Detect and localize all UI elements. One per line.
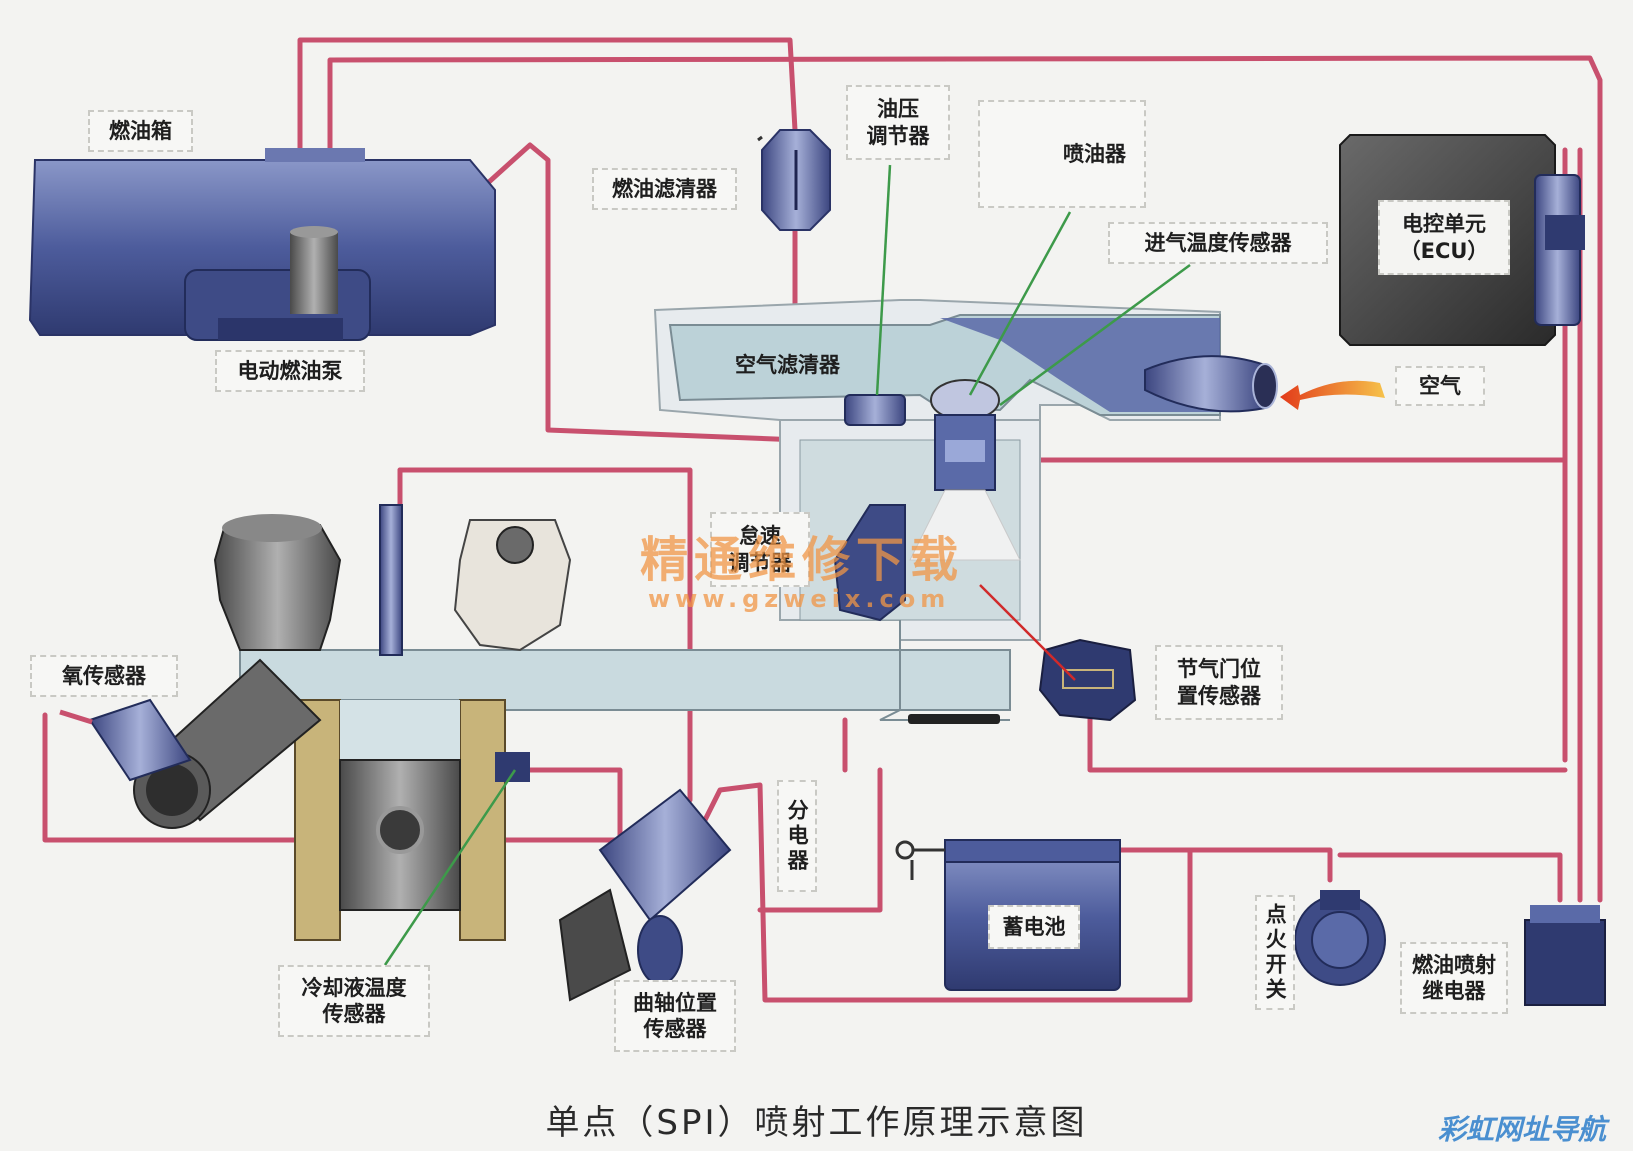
fuel-tank: [28, 148, 496, 341]
label-crankshaft-position-sensor: 曲轴位置 传感器: [614, 980, 736, 1052]
ignition-coil: [1294, 890, 1386, 986]
diagram-caption: 单点（SPI）喷射工作原理示意图: [545, 1103, 1088, 1143]
label-injector: 喷油器: [978, 100, 1146, 208]
label-fuel-tank: 燃油箱: [88, 110, 193, 152]
label-fuel-injection-relay: 燃油喷射 继电器: [1400, 942, 1508, 1014]
intake-assembly: [653, 299, 1278, 641]
tps-leader: [979, 584, 1076, 681]
label-ecu: 电控单元 （ECU）: [1378, 200, 1510, 275]
oxygen-sensor-body: [59, 698, 192, 782]
label-idle-actuator: 怠速 调节器: [710, 512, 810, 587]
engine-block: [133, 504, 1011, 941]
label-electric-fuel-pump: 电动燃油泵: [215, 350, 365, 392]
label-throttle-position-sensor: 节气门位 置传感器: [1155, 645, 1283, 720]
label-pressure-regulator: 油压 调节器: [846, 85, 950, 160]
distributor-body: [558, 788, 732, 1002]
corner-watermark: 彩虹网址导航: [1438, 1113, 1607, 1146]
watermark-url: www.gzweix.com: [648, 585, 951, 613]
label-oxygen-sensor: 氧传感器: [30, 655, 178, 697]
air-arrow: [1280, 380, 1385, 410]
label-intake-temp-sensor: 进气温度传感器: [1108, 222, 1328, 264]
relay-body: [1524, 905, 1606, 1006]
watermark-title: 精通维修下载: [640, 532, 965, 588]
fuel-filter-body: [757, 129, 831, 231]
leader-lines: [383, 164, 1191, 966]
label-air: 空气: [1395, 366, 1485, 406]
label-air-filter: 空气滤清器: [735, 353, 840, 377]
label-ignition-switch: 点火开关: [1255, 895, 1295, 1010]
label-battery: 蓄电池: [988, 905, 1080, 949]
label-coolant-temp-sensor: 冷却液温度 传感器: [278, 965, 430, 1037]
label-distributor: 分电器: [777, 780, 817, 892]
label-fuel-filter: 燃油滤清器: [592, 168, 737, 210]
fuel-lines: [42, 37, 1603, 1003]
throttle-sensor-body: [1038, 638, 1137, 722]
